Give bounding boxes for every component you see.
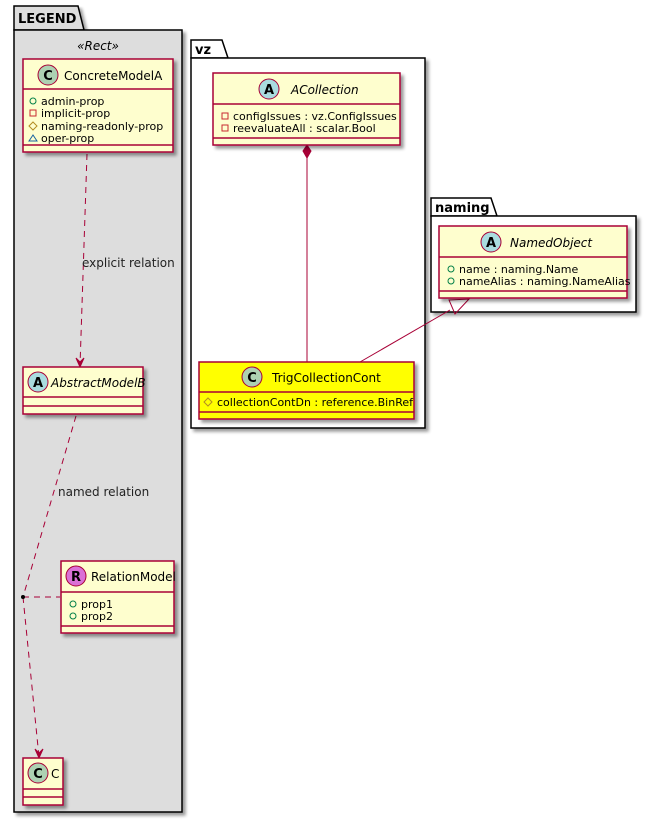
protected-visibility-icon: [28, 121, 38, 131]
member: oper-prop: [41, 132, 94, 145]
member: prop1: [81, 598, 113, 611]
class-relation-model[interactable]: [60, 560, 175, 634]
class-kind-letter: C: [247, 371, 257, 386]
relation-explicit: explicit relation: [75, 153, 175, 369]
class-trig-collection-cont[interactable]: [198, 361, 415, 420]
class-c-icon: [37, 64, 59, 86]
member: prop2: [81, 610, 113, 623]
public-visibility-icon: [69, 612, 77, 620]
package-label: LEGEND: [18, 12, 77, 27]
class-name: TrigCollectionCont: [271, 371, 381, 385]
member: name : naming.Name: [459, 263, 579, 276]
class-c-icon: [241, 366, 263, 388]
package-label: vz: [195, 43, 211, 58]
package-visibility-icon: [28, 134, 38, 142]
relation-r-icon: [65, 565, 87, 587]
class-named-object[interactable]: [438, 225, 628, 299]
private-visibility-icon: [29, 109, 37, 117]
class-kind-letter: A: [486, 236, 496, 251]
private-visibility-icon: [221, 124, 229, 132]
class-name: ACollection: [290, 83, 359, 97]
protected-visibility-icon: [203, 397, 213, 407]
class-a-collection[interactable]: [212, 72, 401, 146]
class-name: NamedObject: [510, 236, 593, 250]
abstract-a-icon: [258, 78, 280, 100]
member: nameAlias : naming.NameAlias: [459, 275, 631, 288]
class-kind-letter: R: [71, 570, 81, 585]
member: collectionContDn : reference.BinRef: [217, 396, 414, 409]
class-kind-letter: C: [33, 767, 43, 782]
relation-inheritance: [359, 298, 471, 363]
public-visibility-icon: [447, 277, 455, 285]
class-kind-letter: A: [33, 376, 43, 391]
class-name: ConcreteModelA: [64, 69, 163, 83]
association-point: [21, 595, 25, 599]
public-visibility-icon: [29, 97, 37, 105]
class-name: C: [51, 767, 59, 781]
class-c-icon: [27, 762, 49, 784]
relation-composition: [302, 144, 312, 362]
member: naming-readonly-prop: [41, 120, 163, 133]
package-label: naming: [435, 201, 490, 216]
member: implicit-prop: [41, 107, 110, 120]
abstract-a-icon: [480, 231, 502, 253]
stereotype-label: «Rect»: [77, 39, 119, 53]
private-visibility-icon: [221, 112, 229, 120]
abstract-a-icon: [27, 371, 49, 393]
public-visibility-icon: [447, 265, 455, 273]
class-name: AbstractModelB: [50, 376, 146, 390]
member: admin-prop: [41, 95, 104, 108]
relation-named: named relation: [21, 415, 149, 760]
member: reevaluateAll : scalar.Bool: [233, 122, 376, 135]
relation-label: named relation: [58, 485, 149, 499]
public-visibility-icon: [69, 600, 77, 608]
relation-label: explicit relation: [82, 256, 175, 270]
package-legend: LEGEND «Rect»: [13, 5, 183, 813]
class-kind-letter: A: [264, 83, 274, 98]
class-name: RelationModel: [91, 570, 176, 584]
member: configIssues : vz.ConfigIssues: [233, 110, 397, 123]
class-kind-letter: C: [43, 69, 53, 84]
